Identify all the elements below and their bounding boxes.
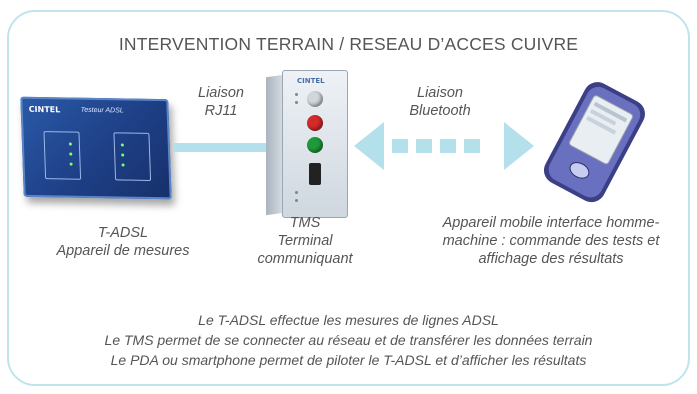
pda-screen bbox=[569, 95, 634, 165]
tms-indicator bbox=[295, 93, 298, 96]
tadsl-caption-line1: T-ADSL bbox=[97, 225, 149, 241]
tms-green-button bbox=[307, 137, 323, 153]
diagram-title: INTERVENTION TERRAIN / RESEAU D’ACCES CU… bbox=[118, 34, 579, 54]
tadsl-left-panel bbox=[43, 131, 82, 180]
tadsl-right-panel bbox=[113, 132, 152, 181]
tms-red-button bbox=[307, 115, 323, 131]
arrow-left-head bbox=[354, 122, 384, 170]
pda-screen-line bbox=[586, 116, 617, 135]
led-indicator bbox=[121, 163, 125, 167]
rj11-link-line2: RJ11 bbox=[204, 103, 238, 119]
tms-indicator bbox=[295, 199, 298, 202]
pda-device bbox=[543, 82, 645, 203]
tms-caption: TMS Terminal communiquant bbox=[250, 214, 360, 268]
bluetooth-link-line2: Bluetooth bbox=[409, 103, 471, 119]
rj11-link-line1: Liaison bbox=[198, 85, 244, 101]
bluetooth-connector bbox=[354, 122, 534, 170]
led-indicator bbox=[121, 153, 125, 157]
bluetooth-link-label: Liaison Bluetooth bbox=[390, 84, 490, 120]
note-line: Le PDA ou smartphone permet de piloter l… bbox=[110, 352, 587, 368]
tms-caption-line2: Terminal bbox=[277, 233, 333, 249]
tms-indicator bbox=[295, 101, 298, 104]
led-indicator bbox=[68, 142, 72, 146]
mobile-caption-line1: Appareil mobile interface homme- bbox=[442, 215, 660, 231]
notes-block: Le T-ADSL effectue les mesures de lignes… bbox=[10, 310, 687, 370]
rj11-connector bbox=[173, 143, 271, 152]
mobile-caption-line3: affichage des résultats bbox=[478, 251, 624, 267]
tadsl-caption-line2: Appareil de mesures bbox=[56, 243, 190, 259]
arrow-right-head bbox=[504, 122, 534, 170]
led-indicator bbox=[69, 152, 73, 156]
tms-caption-line3: communiquant bbox=[257, 251, 353, 267]
pda-screen-line bbox=[589, 108, 617, 126]
tms-front-panel: CINTEL bbox=[282, 70, 348, 218]
pda-screen-line bbox=[593, 101, 628, 123]
dash bbox=[464, 139, 480, 153]
tms-rj11-port bbox=[309, 163, 321, 185]
tms-brand-logo: CINTEL bbox=[297, 77, 325, 85]
led-indicator bbox=[69, 162, 73, 166]
dash bbox=[440, 139, 456, 153]
tms-grey-button bbox=[307, 91, 323, 107]
note-line: Le T-ADSL effectue les mesures de lignes… bbox=[198, 312, 499, 328]
note-line: Le TMS permet de se connecter au réseau … bbox=[104, 332, 593, 348]
mobile-caption: Appareil mobile interface homme- machine… bbox=[416, 214, 686, 268]
pda-home-button bbox=[569, 162, 590, 179]
rj11-link-label: Liaison RJ11 bbox=[186, 84, 256, 120]
tadsl-device: CINTEL Testeur ADSL bbox=[16, 94, 172, 204]
tadsl-caption: T-ADSL Appareil de mesures bbox=[28, 224, 218, 260]
tadsl-brand-logo: CINTEL bbox=[28, 104, 61, 115]
tms-caption-line1: TMS bbox=[289, 215, 321, 231]
tms-indicator bbox=[295, 191, 298, 194]
tadsl-model-name: Testeur ADSL bbox=[80, 106, 124, 115]
dash bbox=[392, 139, 408, 153]
tadsl-device-body: CINTEL Testeur ADSL bbox=[20, 96, 172, 200]
bluetooth-link-line1: Liaison bbox=[417, 85, 463, 101]
dash bbox=[416, 139, 432, 153]
led-indicator bbox=[120, 143, 124, 147]
mobile-caption-line2: machine : commande des tests et bbox=[442, 233, 660, 249]
tms-device: CINTEL bbox=[266, 70, 352, 218]
